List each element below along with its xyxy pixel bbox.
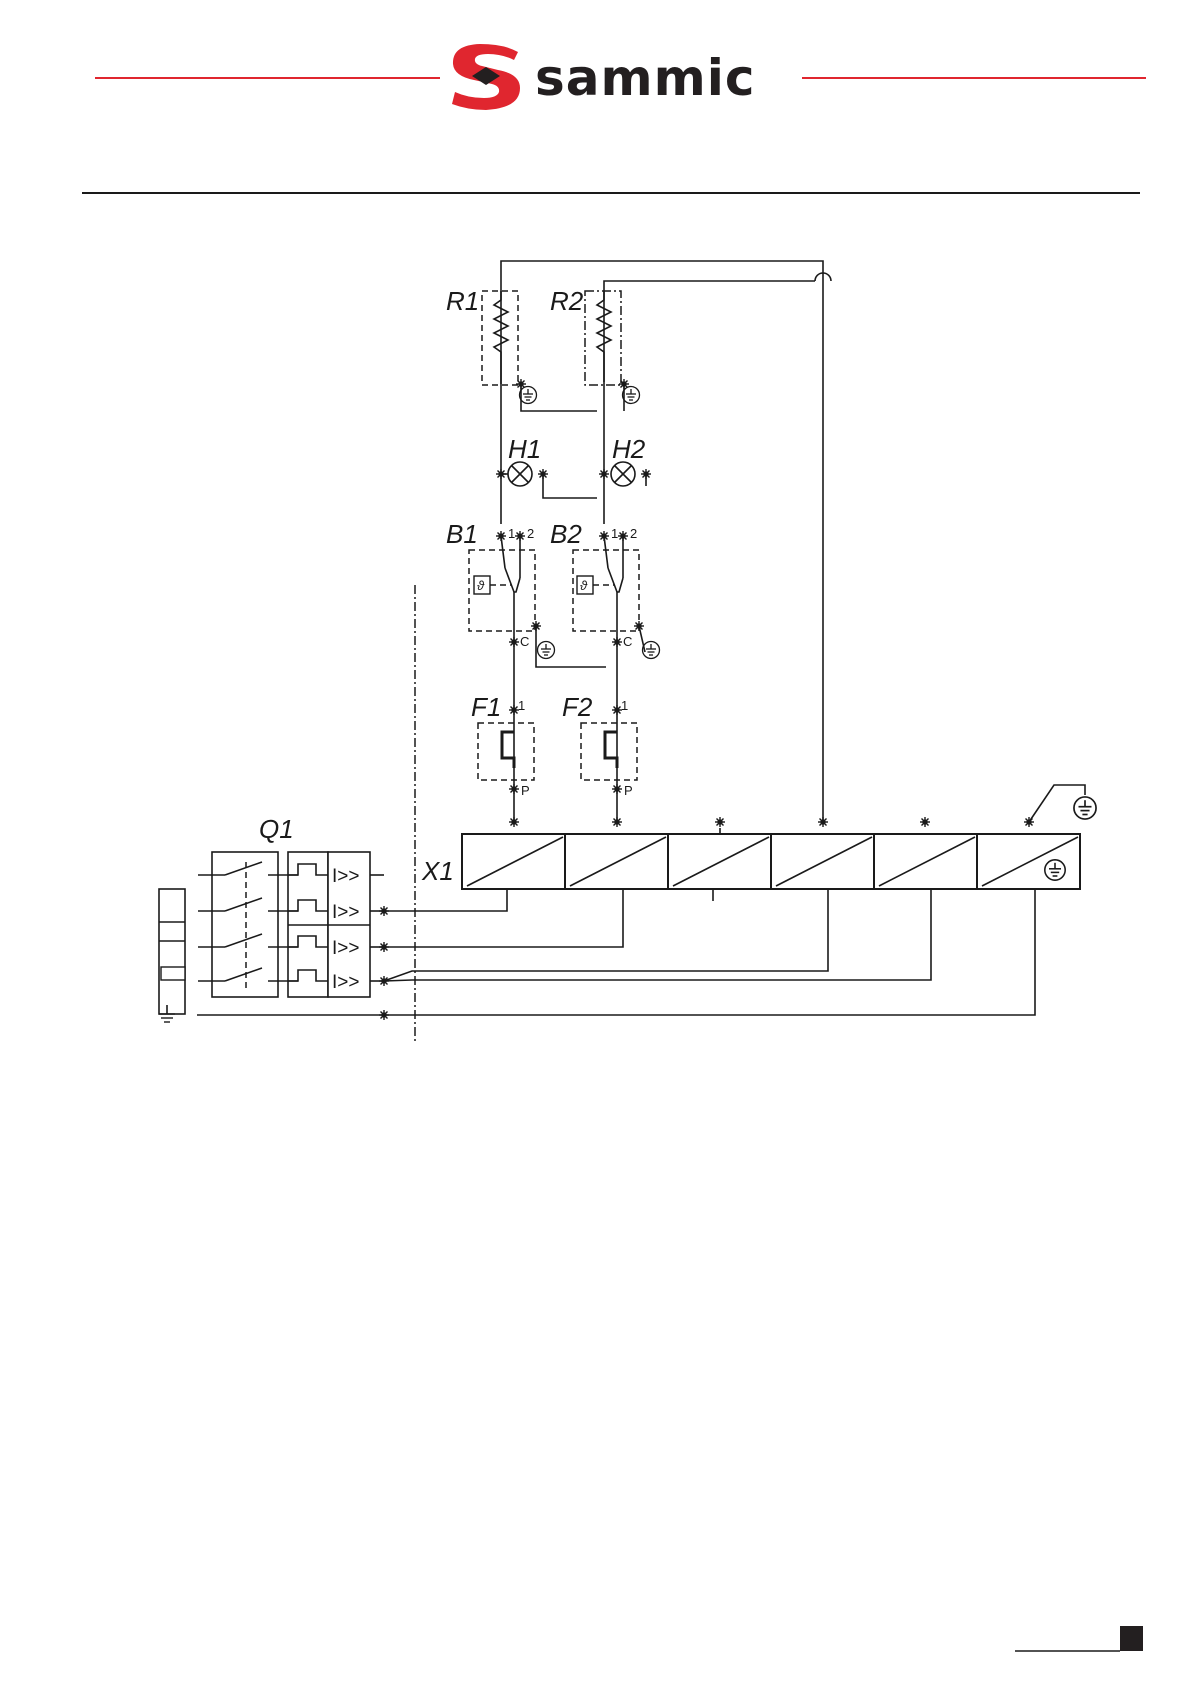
- earth-ground-icon: [1045, 860, 1065, 880]
- svg-text:ϑ: ϑ: [580, 578, 588, 593]
- pin-f1-1: 1: [518, 698, 525, 713]
- breaker-symbol-1: I>>: [332, 866, 359, 887]
- wire-x1-5: [384, 889, 931, 981]
- thermostat-b2: ϑ 1 2 B2 C: [550, 519, 660, 659]
- label-r1: R1: [446, 286, 479, 316]
- pin-f2-1: 1: [621, 698, 628, 713]
- lamp-h1: H1: [496, 385, 548, 524]
- breaker-symbol-3: I>>: [332, 938, 359, 959]
- thermal-fuse-icon: [605, 732, 617, 768]
- circuit-breaker-q1: Q1 I>> I>> I>> I>>: [198, 814, 389, 1020]
- thermostat-b1: ϑ 1 2 B1 C: [446, 519, 555, 659]
- earth-ground-icon: [1074, 797, 1096, 819]
- wire-x1-4: [384, 889, 828, 981]
- terminal-block-x1: X1: [421, 817, 1080, 901]
- wire-x1-1: [384, 889, 507, 911]
- pin-b2-1: 1: [611, 526, 618, 541]
- wire-lamps-return: [543, 474, 597, 498]
- resistor-r2: R2: [550, 286, 621, 385]
- breaker-symbol-2: I>>: [332, 902, 359, 923]
- pin-f1-p: P: [521, 783, 530, 798]
- sammic-logo-text: sammic: [535, 49, 755, 107]
- wire-r2-top: [604, 281, 815, 382]
- power-supply-plug: [159, 889, 185, 1022]
- resistor-r1: R1: [446, 286, 518, 385]
- pin-f2-p: P: [624, 783, 633, 798]
- schematic: R1 R2 H1: [159, 261, 1096, 1043]
- footer: [1015, 1626, 1143, 1651]
- label-b2: B2: [550, 519, 582, 549]
- earth-ground-icon: [520, 387, 537, 404]
- label-f2: F2: [562, 692, 593, 722]
- pin-b2-2: 2: [630, 526, 637, 541]
- lamp-h2: H2: [599, 385, 651, 524]
- label-x1: X1: [421, 856, 454, 886]
- page-marker: [1120, 1626, 1143, 1651]
- earth-ground-icon: [538, 642, 555, 659]
- label-q1: Q1: [259, 814, 294, 844]
- earth-ground-icon: [623, 387, 640, 404]
- label-h2: H2: [612, 434, 646, 464]
- sammic-logo-mark: [452, 44, 520, 110]
- label-b1: B1: [446, 519, 478, 549]
- pin-b2-c: C: [623, 634, 632, 649]
- wire-x1-2: [384, 889, 623, 947]
- svg-text:ϑ: ϑ: [477, 578, 485, 593]
- label-f1: F1: [471, 692, 501, 722]
- thermal-fuse-f2: 1 F2 P: [562, 642, 637, 822]
- label-r2: R2: [550, 286, 584, 316]
- label-h1: H1: [508, 434, 541, 464]
- breaker-symbol-4: I>>: [332, 972, 359, 993]
- thermal-fuse-f1: 1 F1 P: [471, 642, 534, 822]
- header: sammic: [82, 44, 1146, 193]
- pin-b1-c: C: [520, 634, 529, 649]
- thermal-fuse-icon: [502, 732, 514, 768]
- pin-b1-2: 2: [527, 526, 534, 541]
- pin-b1-1: 1: [508, 526, 515, 541]
